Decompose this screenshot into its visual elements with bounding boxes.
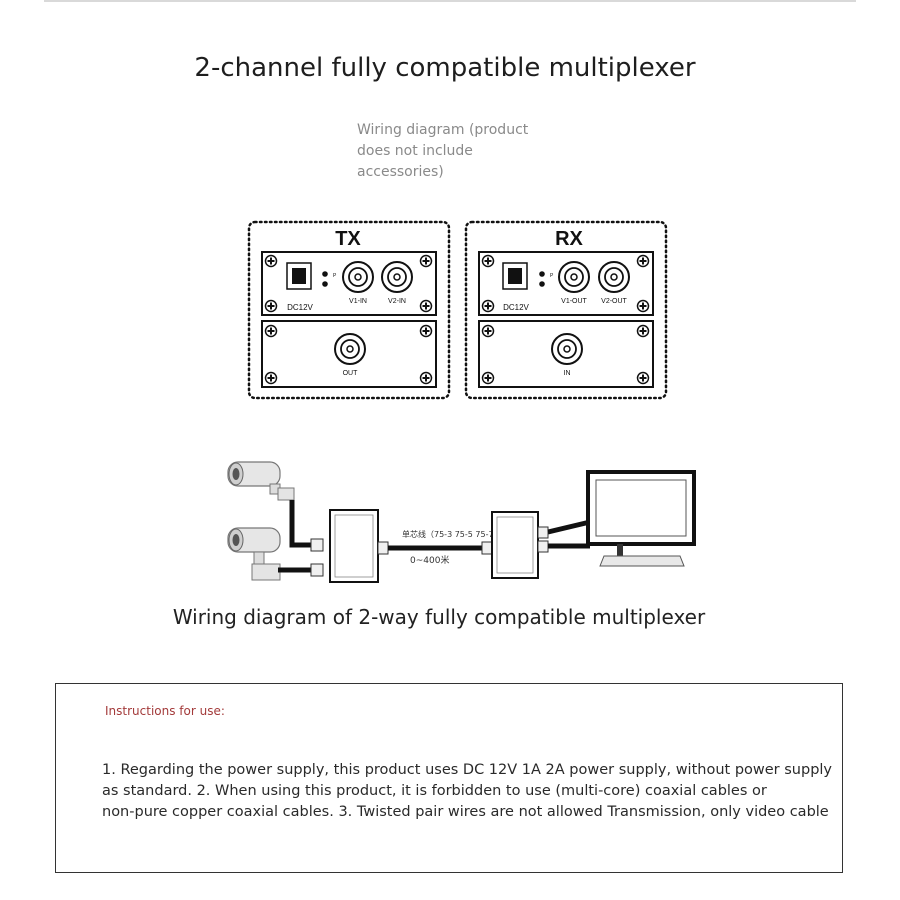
instructions-body: 1. Regarding the power supply, this prod…: [102, 760, 833, 823]
screw-icon: [481, 371, 495, 385]
bnc-connector-icon: [334, 333, 366, 365]
bnc-connector-icon: [381, 261, 413, 293]
tx-bottom-plate: [261, 320, 437, 388]
system-wiring-diagram: 单芯线（75-3 75-5 75-7） 0~400米: [227, 461, 696, 583]
tx-title: TX: [335, 228, 361, 250]
led-icon: [539, 281, 545, 287]
screw-icon: [419, 324, 433, 338]
instructions-title: Instructions for use:: [105, 704, 225, 718]
wiring-note: Wiring diagram (product does not include…: [357, 120, 547, 183]
bnc-connector-icon: [551, 333, 583, 365]
tx-unit-icon: [329, 509, 379, 583]
page-title: 2-channel fully compatible multiplexer: [194, 53, 696, 84]
screw-icon: [636, 371, 650, 385]
instructions-line: non-pure copper coaxial cables. 3. Twist…: [102, 804, 829, 820]
bnc-connector-icon: [342, 261, 374, 293]
distance-label: 0~400米: [410, 554, 449, 566]
bnc-plug-icon: [537, 540, 549, 553]
monitor-icon: [586, 470, 696, 567]
bnc-plug-icon: [537, 526, 549, 539]
led-icon: [322, 271, 328, 277]
bnc-plug-icon: [481, 541, 493, 555]
rx-unit-icon: [491, 511, 539, 579]
tx-panel-outline: [247, 220, 451, 400]
screw-icon: [264, 324, 278, 338]
rx-title: RX: [555, 228, 583, 250]
tx-panel: TX P DC12V V1-IN V2-IN OUT: [247, 220, 451, 400]
led-icon: [322, 281, 328, 287]
screw-icon: [419, 371, 433, 385]
bnc-connector-icon: [558, 261, 590, 293]
rx-top-plate: [478, 251, 654, 316]
system-diagram-caption: Wiring diagram of 2-way fully compatible…: [172, 605, 706, 629]
screw-icon: [636, 299, 650, 313]
rx-port1-label: V1-OUT: [561, 298, 587, 305]
tx-led-label: P: [333, 273, 337, 279]
screw-icon: [636, 254, 650, 268]
bnc-plug-icon: [310, 538, 324, 552]
wiring-note-line: does not include: [357, 143, 473, 159]
bnc-plug-icon: [377, 541, 389, 555]
screw-icon: [636, 324, 650, 338]
rx-power-label: DC12V: [503, 303, 529, 312]
screw-icon: [264, 254, 278, 268]
rx-panel: RX P DC12V V1-OUT V2-OUT IN: [464, 220, 668, 400]
instructions-panel: Instructions for use: 1. Regarding the p…: [55, 683, 843, 873]
screw-icon: [419, 254, 433, 268]
tx-power-label: DC12V: [287, 303, 313, 312]
rx-bottom-plate: [478, 320, 654, 388]
wiring-note-line: accessories): [357, 164, 444, 180]
top-divider: [44, 0, 856, 2]
rx-panel-outline: [464, 220, 668, 400]
screw-icon: [264, 299, 278, 313]
screw-icon: [481, 324, 495, 338]
wiring-note-line: Wiring diagram (product: [357, 122, 529, 138]
tx-port2-label: V2-IN: [388, 298, 406, 305]
instructions-line: as standard. 2. When using this product,…: [102, 783, 767, 799]
rx-port2-label: V2-OUT: [601, 298, 627, 305]
rx-bottom-port-label: IN: [564, 370, 571, 377]
cable-spec-label: 单芯线（75-3 75-5 75-7）: [402, 529, 502, 539]
camera-icon: [227, 527, 281, 581]
screw-icon: [481, 254, 495, 268]
camera-icon: [227, 461, 295, 501]
screw-icon: [419, 299, 433, 313]
screw-icon: [264, 371, 278, 385]
bnc-plug-icon: [310, 563, 324, 577]
tx-port1-label: V1-IN: [349, 298, 367, 305]
rx-led-label: P: [550, 273, 554, 279]
tx-bottom-port-label: OUT: [343, 370, 359, 377]
tx-top-plate: [261, 251, 437, 316]
screw-icon: [481, 299, 495, 313]
instructions-line: 1. Regarding the power supply, this prod…: [102, 762, 833, 778]
led-icon: [539, 271, 545, 277]
bnc-connector-icon: [598, 261, 630, 293]
